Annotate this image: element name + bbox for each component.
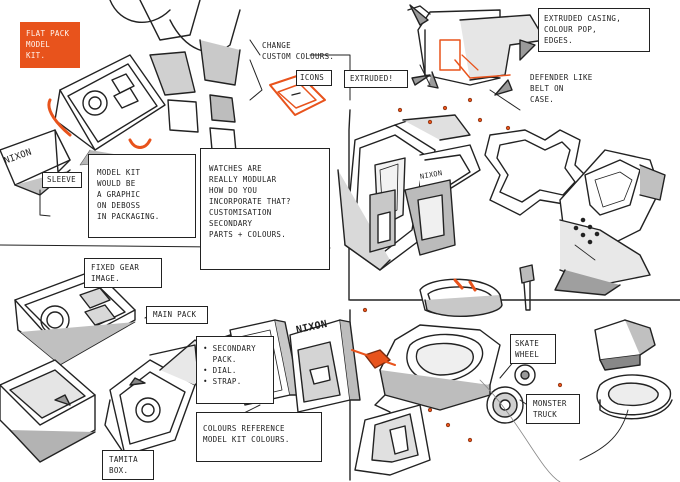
change-colours-note: CHANGE CUSTOM COLOURS. <box>262 41 335 61</box>
tamita-box-text: TAMITA BOX. <box>109 455 138 475</box>
watches-modular-box: WATCHES ARE REALLY MODULAR HOW DO YOU IN… <box>200 148 330 270</box>
sleeve-box: SLEEVE <box>42 172 82 188</box>
extruded-text: EXTRUDED! <box>350 74 394 83</box>
model-kit-text: MODEL KIT WOULD BE A GRAPHIC ON DEBOSS I… <box>97 168 160 221</box>
flat-pack-label: FLAT PACK MODEL KIT. <box>20 22 80 68</box>
secondary-pack-text: • SECONDARY PACK. • DIAL. • STRAP. <box>203 344 256 386</box>
sleeve-text: SLEEVE <box>47 175 76 184</box>
main-pack-text: MAIN PACK <box>153 310 197 319</box>
skate-wheel-text: SKATE WHEEL <box>515 339 540 359</box>
colours-reference-box: COLOURS REFERENCE MODEL KIT COLOURS. <box>196 412 322 462</box>
extruded-casing-text: EXTRUDED CASING, COLOUR POP, EDGES. <box>544 14 622 45</box>
secondary-pack-box: • SECONDARY PACK. • DIAL. • STRAP. <box>196 336 274 404</box>
icons-box: ICONS <box>296 70 332 86</box>
defender-like-note: DEFENDER LIKE BELT ON CASE. <box>530 73 593 104</box>
extruded-box: EXTRUDED! <box>344 70 408 88</box>
main-pack-box: MAIN PACK <box>146 306 208 324</box>
fixed-gear-text: FIXED GEAR IMAGE. <box>91 263 140 283</box>
skate-wheel-box: SKATE WHEEL <box>510 334 556 364</box>
extruded-casing-watch <box>337 4 666 296</box>
packaging-sketches <box>0 269 361 463</box>
colours-reference-text: COLOURS REFERENCE MODEL KIT COLOURS. <box>203 424 290 444</box>
tamita-box-label: TAMITA BOX. <box>102 450 154 480</box>
monster-truck-box: MONSTER TRUCK <box>526 394 580 424</box>
watches-modular-text: WATCHES ARE REALLY MODULAR HOW DO YOU IN… <box>209 164 291 239</box>
extruded-casing-box: EXTRUDED CASING, COLOUR POP, EDGES. <box>538 8 650 52</box>
icons-text: ICONS <box>300 73 325 82</box>
monster-truck-text: MONSTER TRUCK <box>533 399 567 419</box>
watch-case-parts <box>351 264 673 482</box>
model-kit-box: MODEL KIT WOULD BE A GRAPHIC ON DEBOSS I… <box>88 154 196 238</box>
model-kit-parts <box>0 0 351 217</box>
flat-pack-text: FLAT PACK MODEL KIT. <box>26 29 70 60</box>
fixed-gear-box: FIXED GEAR IMAGE. <box>84 258 162 288</box>
